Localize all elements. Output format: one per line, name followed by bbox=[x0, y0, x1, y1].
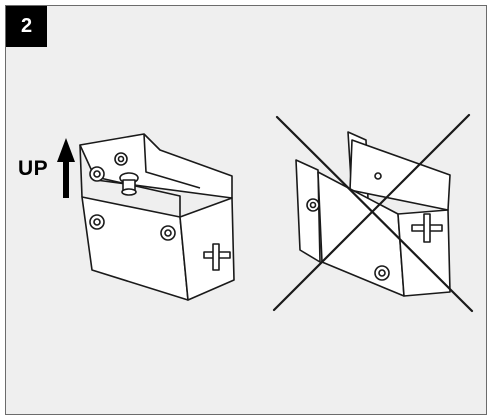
bracket-incorrect-orientation bbox=[295, 131, 451, 297]
step-number-badge: 2 bbox=[6, 6, 47, 47]
arrow-up-icon bbox=[57, 138, 75, 198]
up-label: UP bbox=[18, 157, 49, 180]
cross-out-icon bbox=[272, 113, 474, 313]
bracket-correct-orientation bbox=[79, 133, 235, 301]
